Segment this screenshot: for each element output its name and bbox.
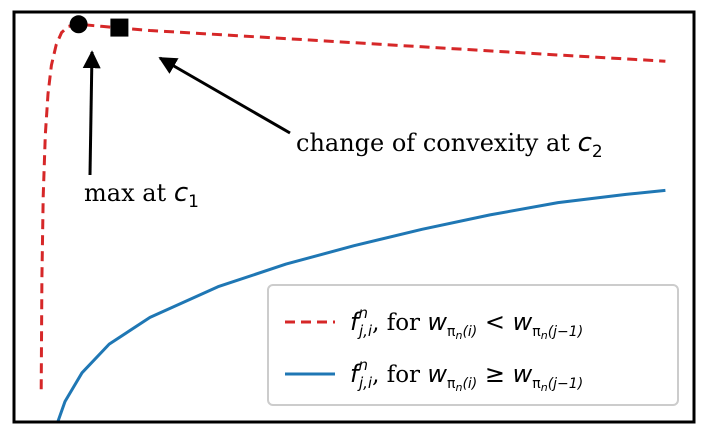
annotation-arrow-max [82,50,101,176]
marker-convexity [110,18,129,37]
marker-layer [69,15,129,37]
legend-box [267,284,679,406]
annotation-convexity: change of convexity at c2 [296,128,603,162]
series-line-solid [56,188,666,422]
annotation-arrow-convexity [158,56,291,135]
marker-max [69,15,88,34]
annotation-max: max at c1 [84,178,199,212]
series-layer [39,22,666,422]
plot-frame [12,10,696,424]
